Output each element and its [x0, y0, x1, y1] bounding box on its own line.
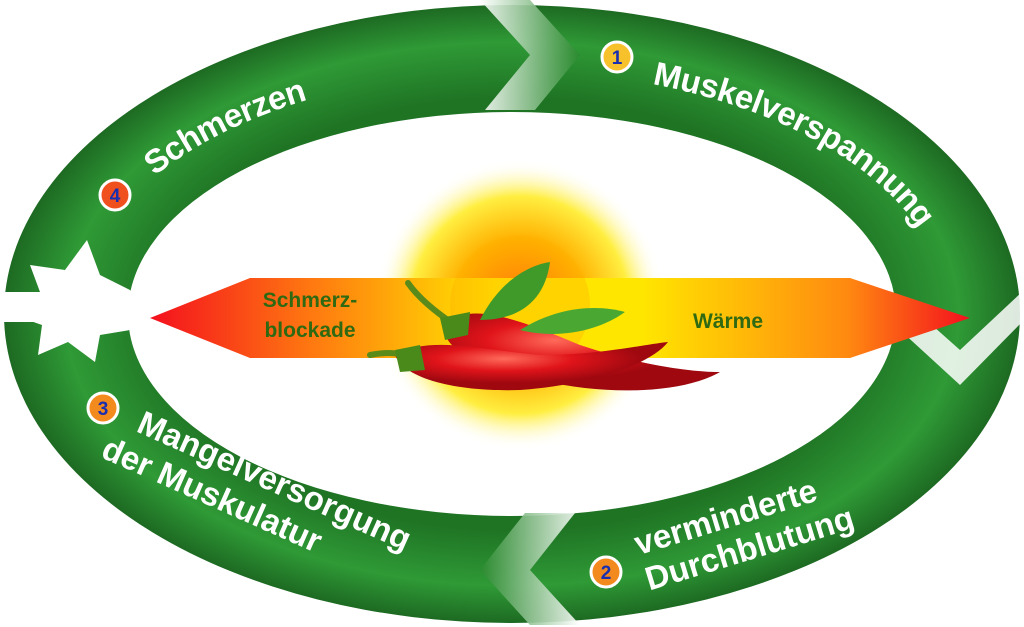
step-1-number: 1 [612, 48, 623, 69]
arrow-right-label: Wärme [693, 310, 763, 333]
chevron-bottom-icon [480, 513, 580, 625]
step-4-number: 4 [110, 186, 121, 207]
green-ring [4, 5, 1020, 623]
step-3-number: 3 [98, 399, 109, 420]
arrow-left-label-line1: Schmerz- [263, 289, 358, 312]
step-3-badge [86, 391, 120, 425]
chevron-right-icon [900, 290, 1024, 385]
step-2-number: 2 [601, 563, 612, 584]
burst-star-icon [5, 240, 140, 362]
step-2-badge [589, 555, 623, 589]
arrow-left-label-line2: blockade [264, 319, 355, 342]
step-4-badge [98, 178, 132, 212]
chili-peppers-image [367, 262, 720, 391]
step-1-badge [600, 40, 634, 74]
chevron-top-icon [480, 0, 580, 110]
